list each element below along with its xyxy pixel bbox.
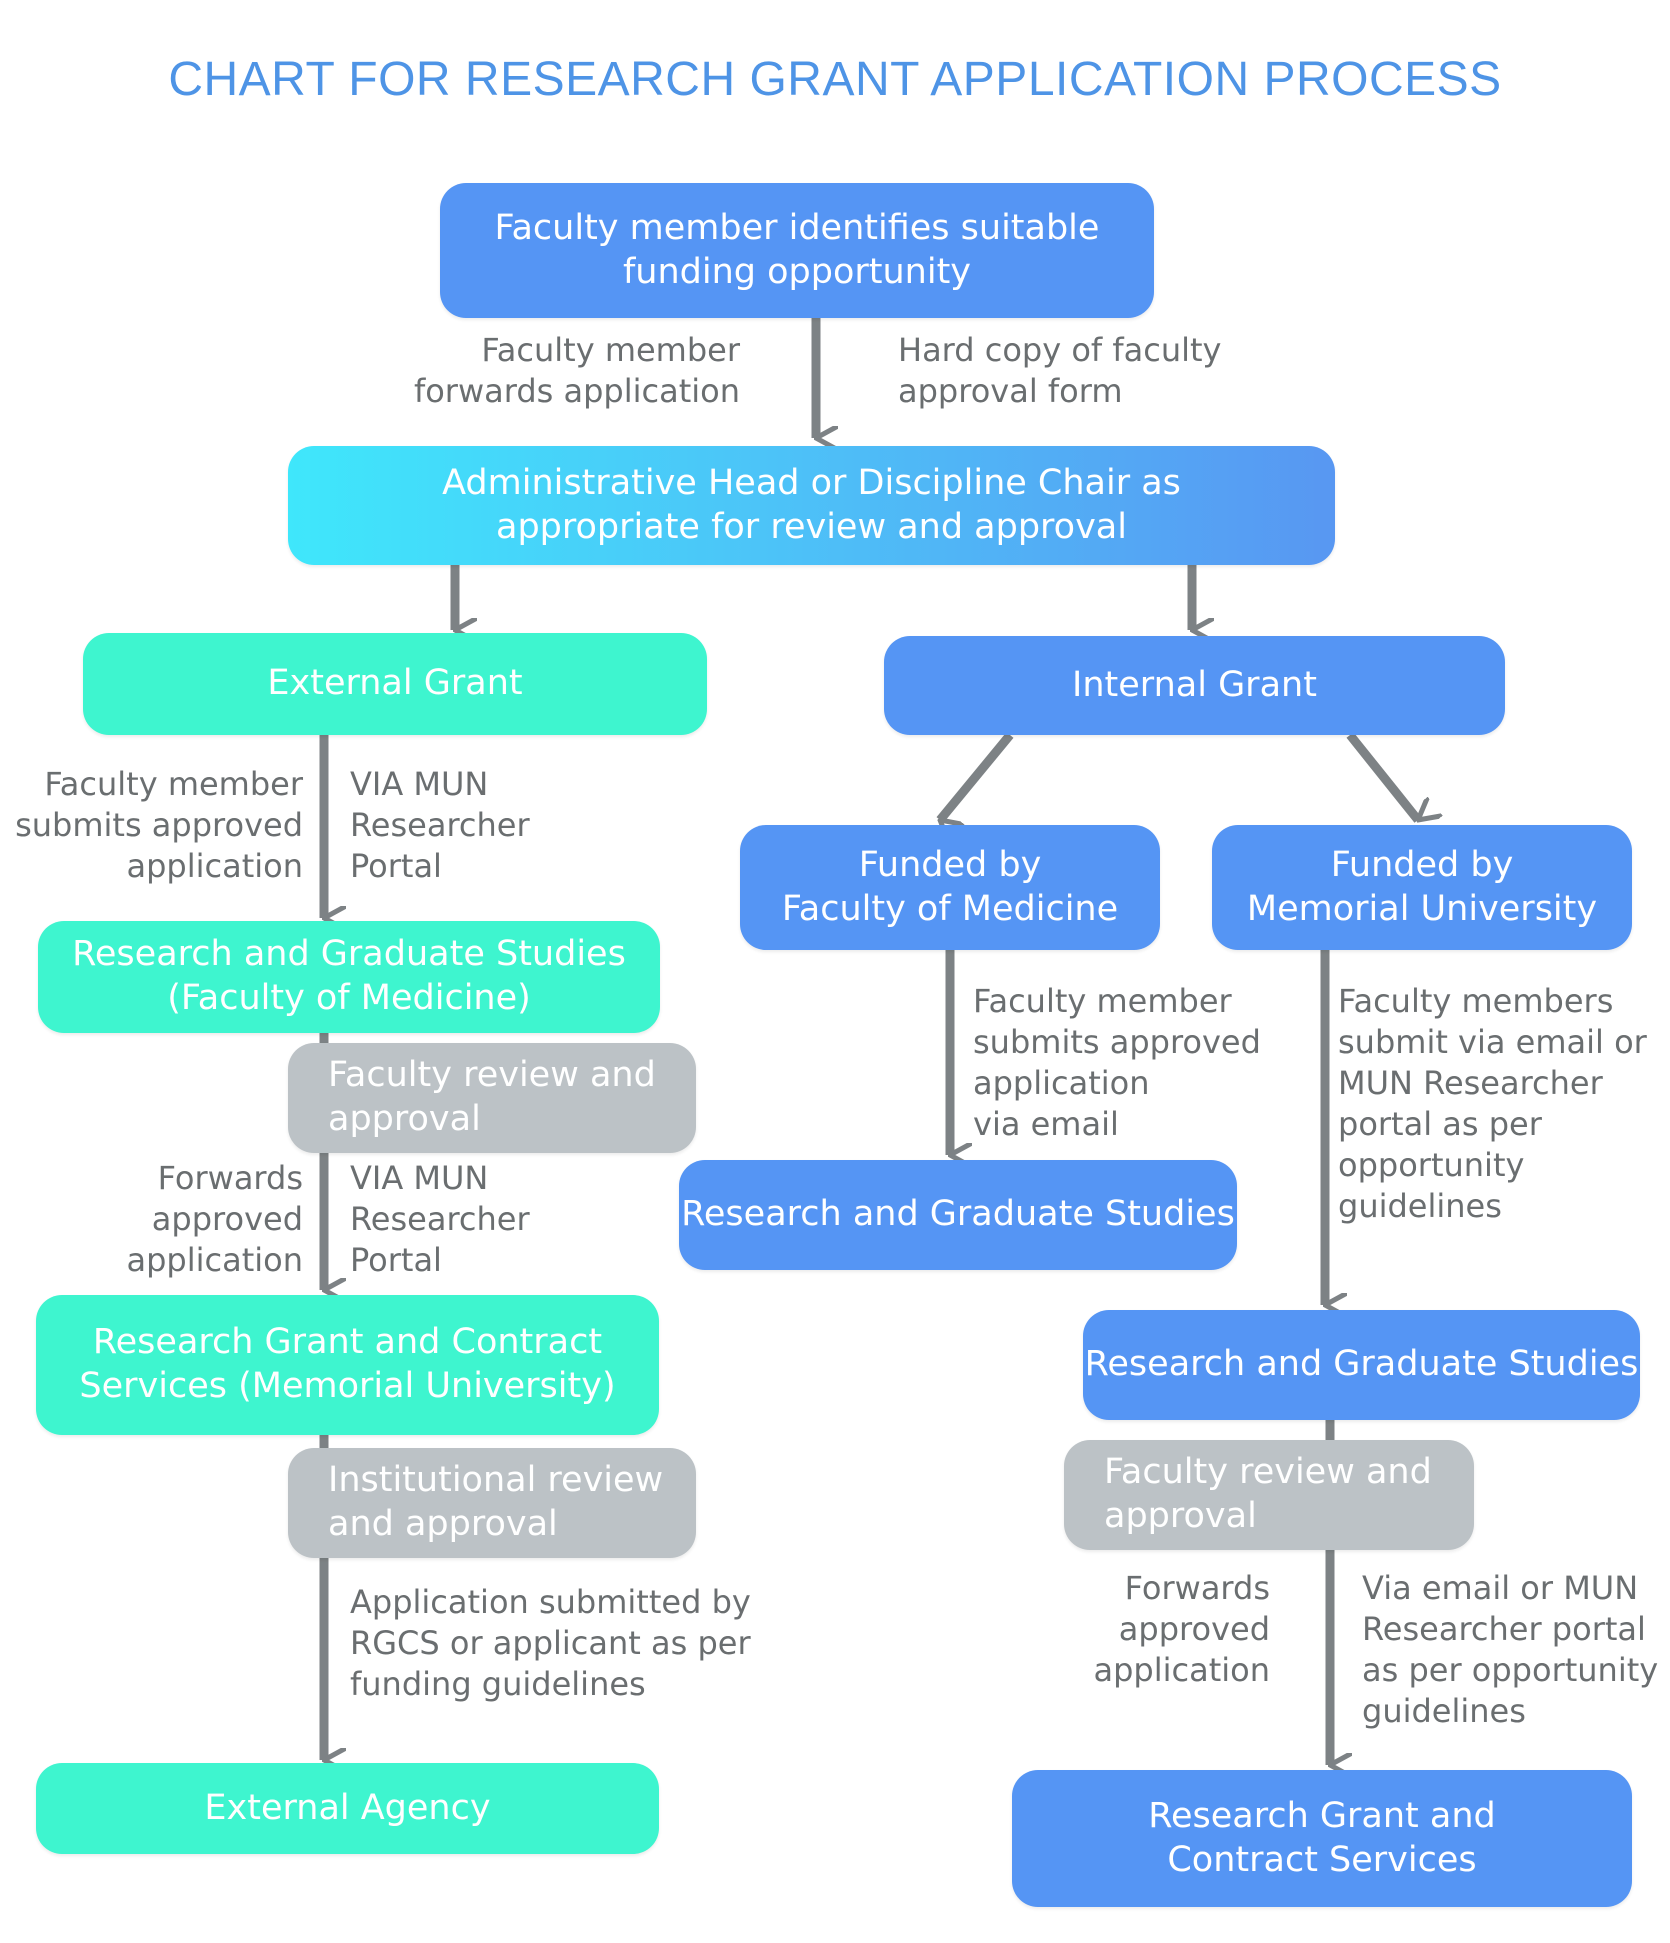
node-external-grant: External Grant [83, 633, 707, 735]
node-institutional-review: Institutional review and approval [288, 1448, 696, 1558]
label-faculty-member-forwards: Faculty member forwards application [413, 331, 740, 410]
node-internal-grant: Internal Grant [884, 636, 1505, 735]
node-faculty-review-right: Faculty review and approval [1064, 1440, 1474, 1550]
node-admin-review: Administrative Head or Discipline Chair … [288, 446, 1335, 565]
node-rgs-faculty-of-medicine: Research and Graduate Studies (Faculty o… [38, 921, 660, 1033]
node-identify-opportunity: Faculty member identifies suitable fundi… [440, 183, 1154, 318]
arrow-internal-to-medicine [940, 732, 1014, 820]
label-faculty-submits-left: Faculty member submits approved applicat… [15, 765, 303, 885]
label-forwards-left: Forwards approved application [126, 1159, 303, 1279]
label-hard-copy-approval: Hard copy of faculty approval form [898, 331, 1222, 410]
node-rgs-internal-memorial: Research and Graduate Studies [1083, 1310, 1640, 1420]
node-funded-by-memorial: Funded by Memorial University [1212, 825, 1632, 950]
label-via-mun-portal-1: VIA MUN Researcher Portal [350, 765, 530, 885]
label-forwards-right: Forwards approved application [1093, 1569, 1270, 1689]
label-faculty-members-submit: Faculty members submit via email or MUN … [1338, 982, 1647, 1225]
node-rgcs-internal: Research Grant and Contract Services [1012, 1770, 1632, 1907]
node-rgs-internal-medicine: Research and Graduate Studies [679, 1160, 1237, 1270]
arrow-internal-to-mun [1346, 732, 1418, 820]
node-external-agency: External Agency [36, 1763, 659, 1854]
label-via-email-portal-right: Via email or MUN Researcher portal as pe… [1362, 1569, 1659, 1730]
node-rgcs-memorial: Research Grant and Contract Services (Me… [36, 1295, 659, 1435]
node-faculty-review-left: Faculty review and approval [288, 1043, 696, 1153]
node-funded-by-medicine: Funded by Faculty of Medicine [740, 825, 1160, 950]
label-via-mun-portal-2: VIA MUN Researcher Portal [350, 1159, 530, 1279]
label-application-submitted: Application submitted by RGCS or applica… [350, 1583, 751, 1703]
label-faculty-submits-email: Faculty member submits approved applicat… [973, 982, 1261, 1143]
page-title: CHART FOR RESEARCH GRANT APPLICATION PRO… [168, 53, 1502, 106]
